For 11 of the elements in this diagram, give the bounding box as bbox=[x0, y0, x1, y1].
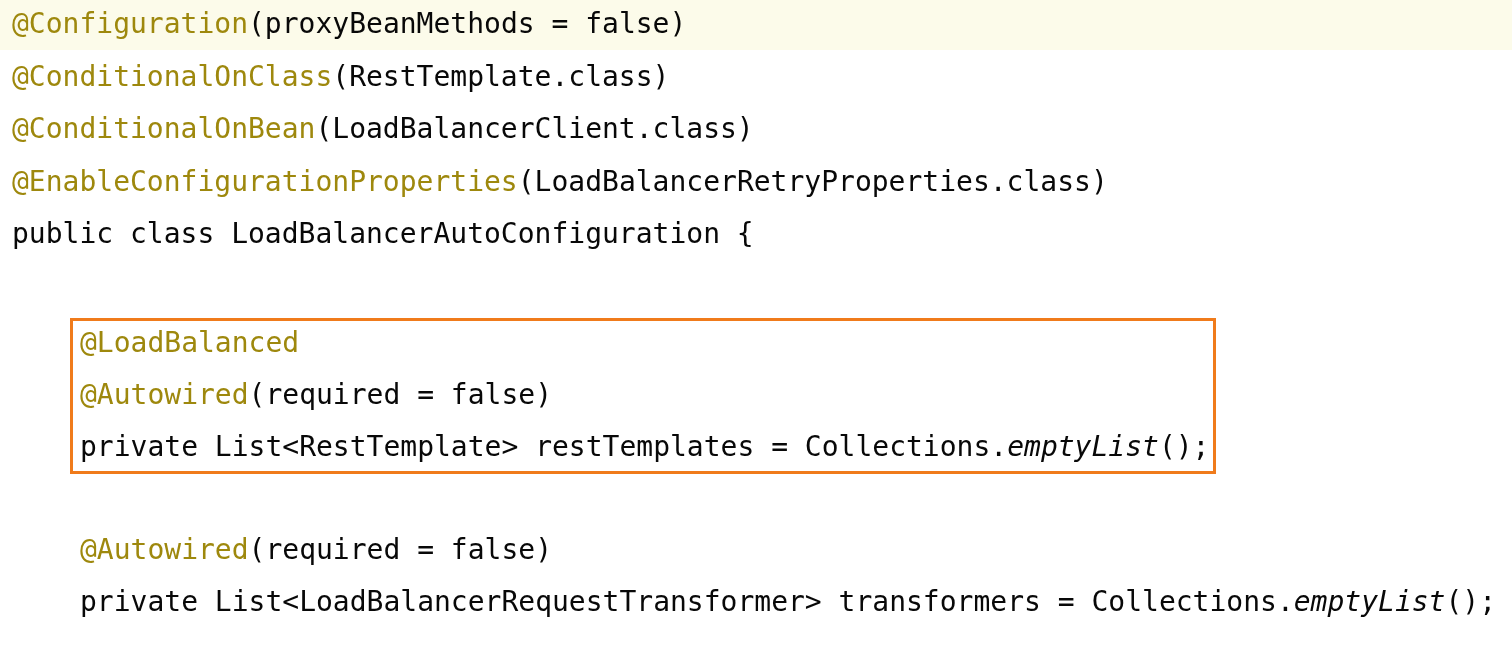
code-line: private List<LoadBalancerRequestTransformer> transformers = Collections.emptyList(); bbox=[80, 584, 1497, 620]
code-line: @Configuration(proxyBeanMethods = false) bbox=[12, 6, 687, 42]
highlight-box bbox=[70, 318, 1216, 474]
code-line: @Autowired(required = false) bbox=[80, 532, 552, 568]
code-line: public class LoadBalancerAutoConfiguration { bbox=[12, 216, 754, 252]
code-line: @ConditionalOnBean(LoadBalancerClient.class) bbox=[12, 111, 754, 147]
code-line: @EnableConfigurationProperties(LoadBalancerRetryProperties.class) bbox=[12, 164, 1108, 200]
code-line: private List<RestTemplate> restTemplates = Collections.emptyList(); bbox=[80, 429, 1210, 465]
code-line: @Autowired(required = false) bbox=[80, 377, 552, 413]
code-line: @LoadBalanced bbox=[80, 325, 300, 361]
code-line: @ConditionalOnClass(RestTemplate.class) bbox=[12, 59, 670, 95]
